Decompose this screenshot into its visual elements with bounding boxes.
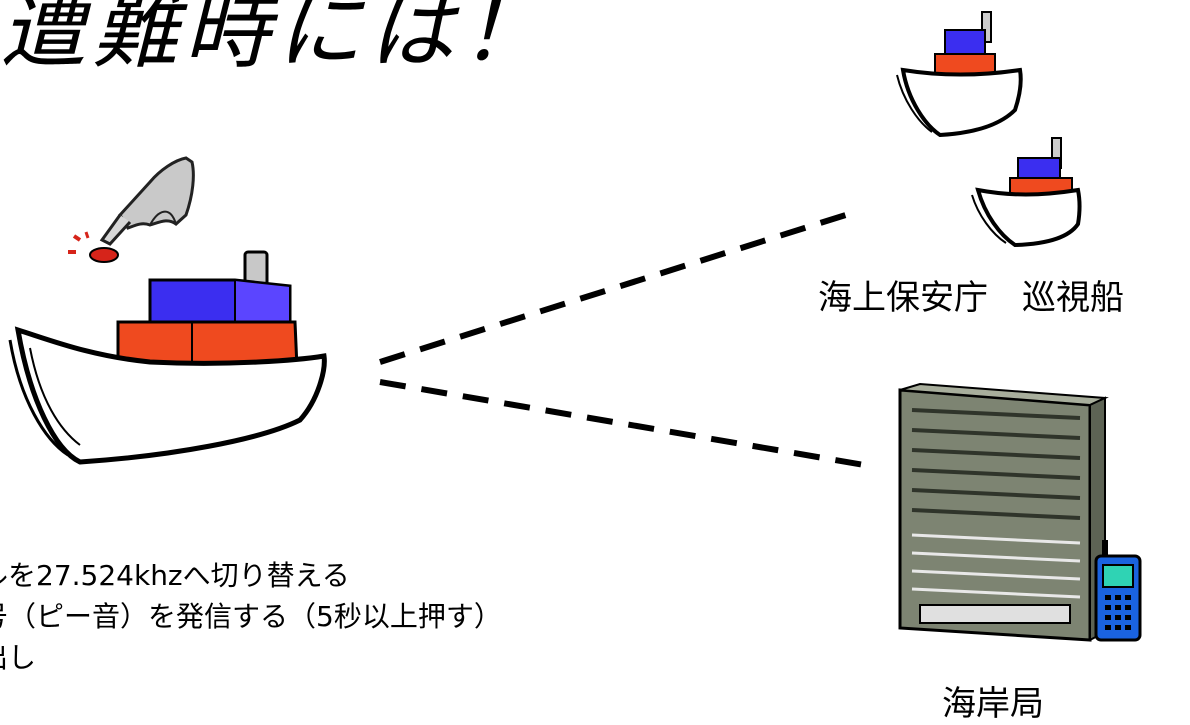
distress-button-icon <box>68 231 119 263</box>
patrol-ship-label: 海上保安庁 巡視船 <box>818 278 1124 318</box>
slide-title: 遭難時には！ <box>0 0 552 81</box>
distressed-ship-icon <box>8 250 327 465</box>
patrol-ship-icon-2 <box>971 137 1082 248</box>
coast-station-building-icon <box>898 382 1109 642</box>
patrol-ship-icon-1 <box>896 11 1023 138</box>
step-line-3: 出し <box>0 641 37 674</box>
signal-line-to-coast-station <box>379 379 871 469</box>
step-line-1: ルを27.524khzへ切り替える <box>0 559 350 592</box>
step-line-2: 号（ピー音）を発信する（5秒以上押す） <box>0 600 502 633</box>
signal-line-to-patrol <box>379 210 853 365</box>
pointing-hand-icon <box>99 156 195 246</box>
coast-station-label: 海岸局 <box>942 684 1044 724</box>
procedure-steps: ルを27.524khzへ切り替える 号（ピー音）を発信する（5秒以上押す） 出し <box>0 555 502 678</box>
handheld-radio-icon <box>1094 540 1142 642</box>
